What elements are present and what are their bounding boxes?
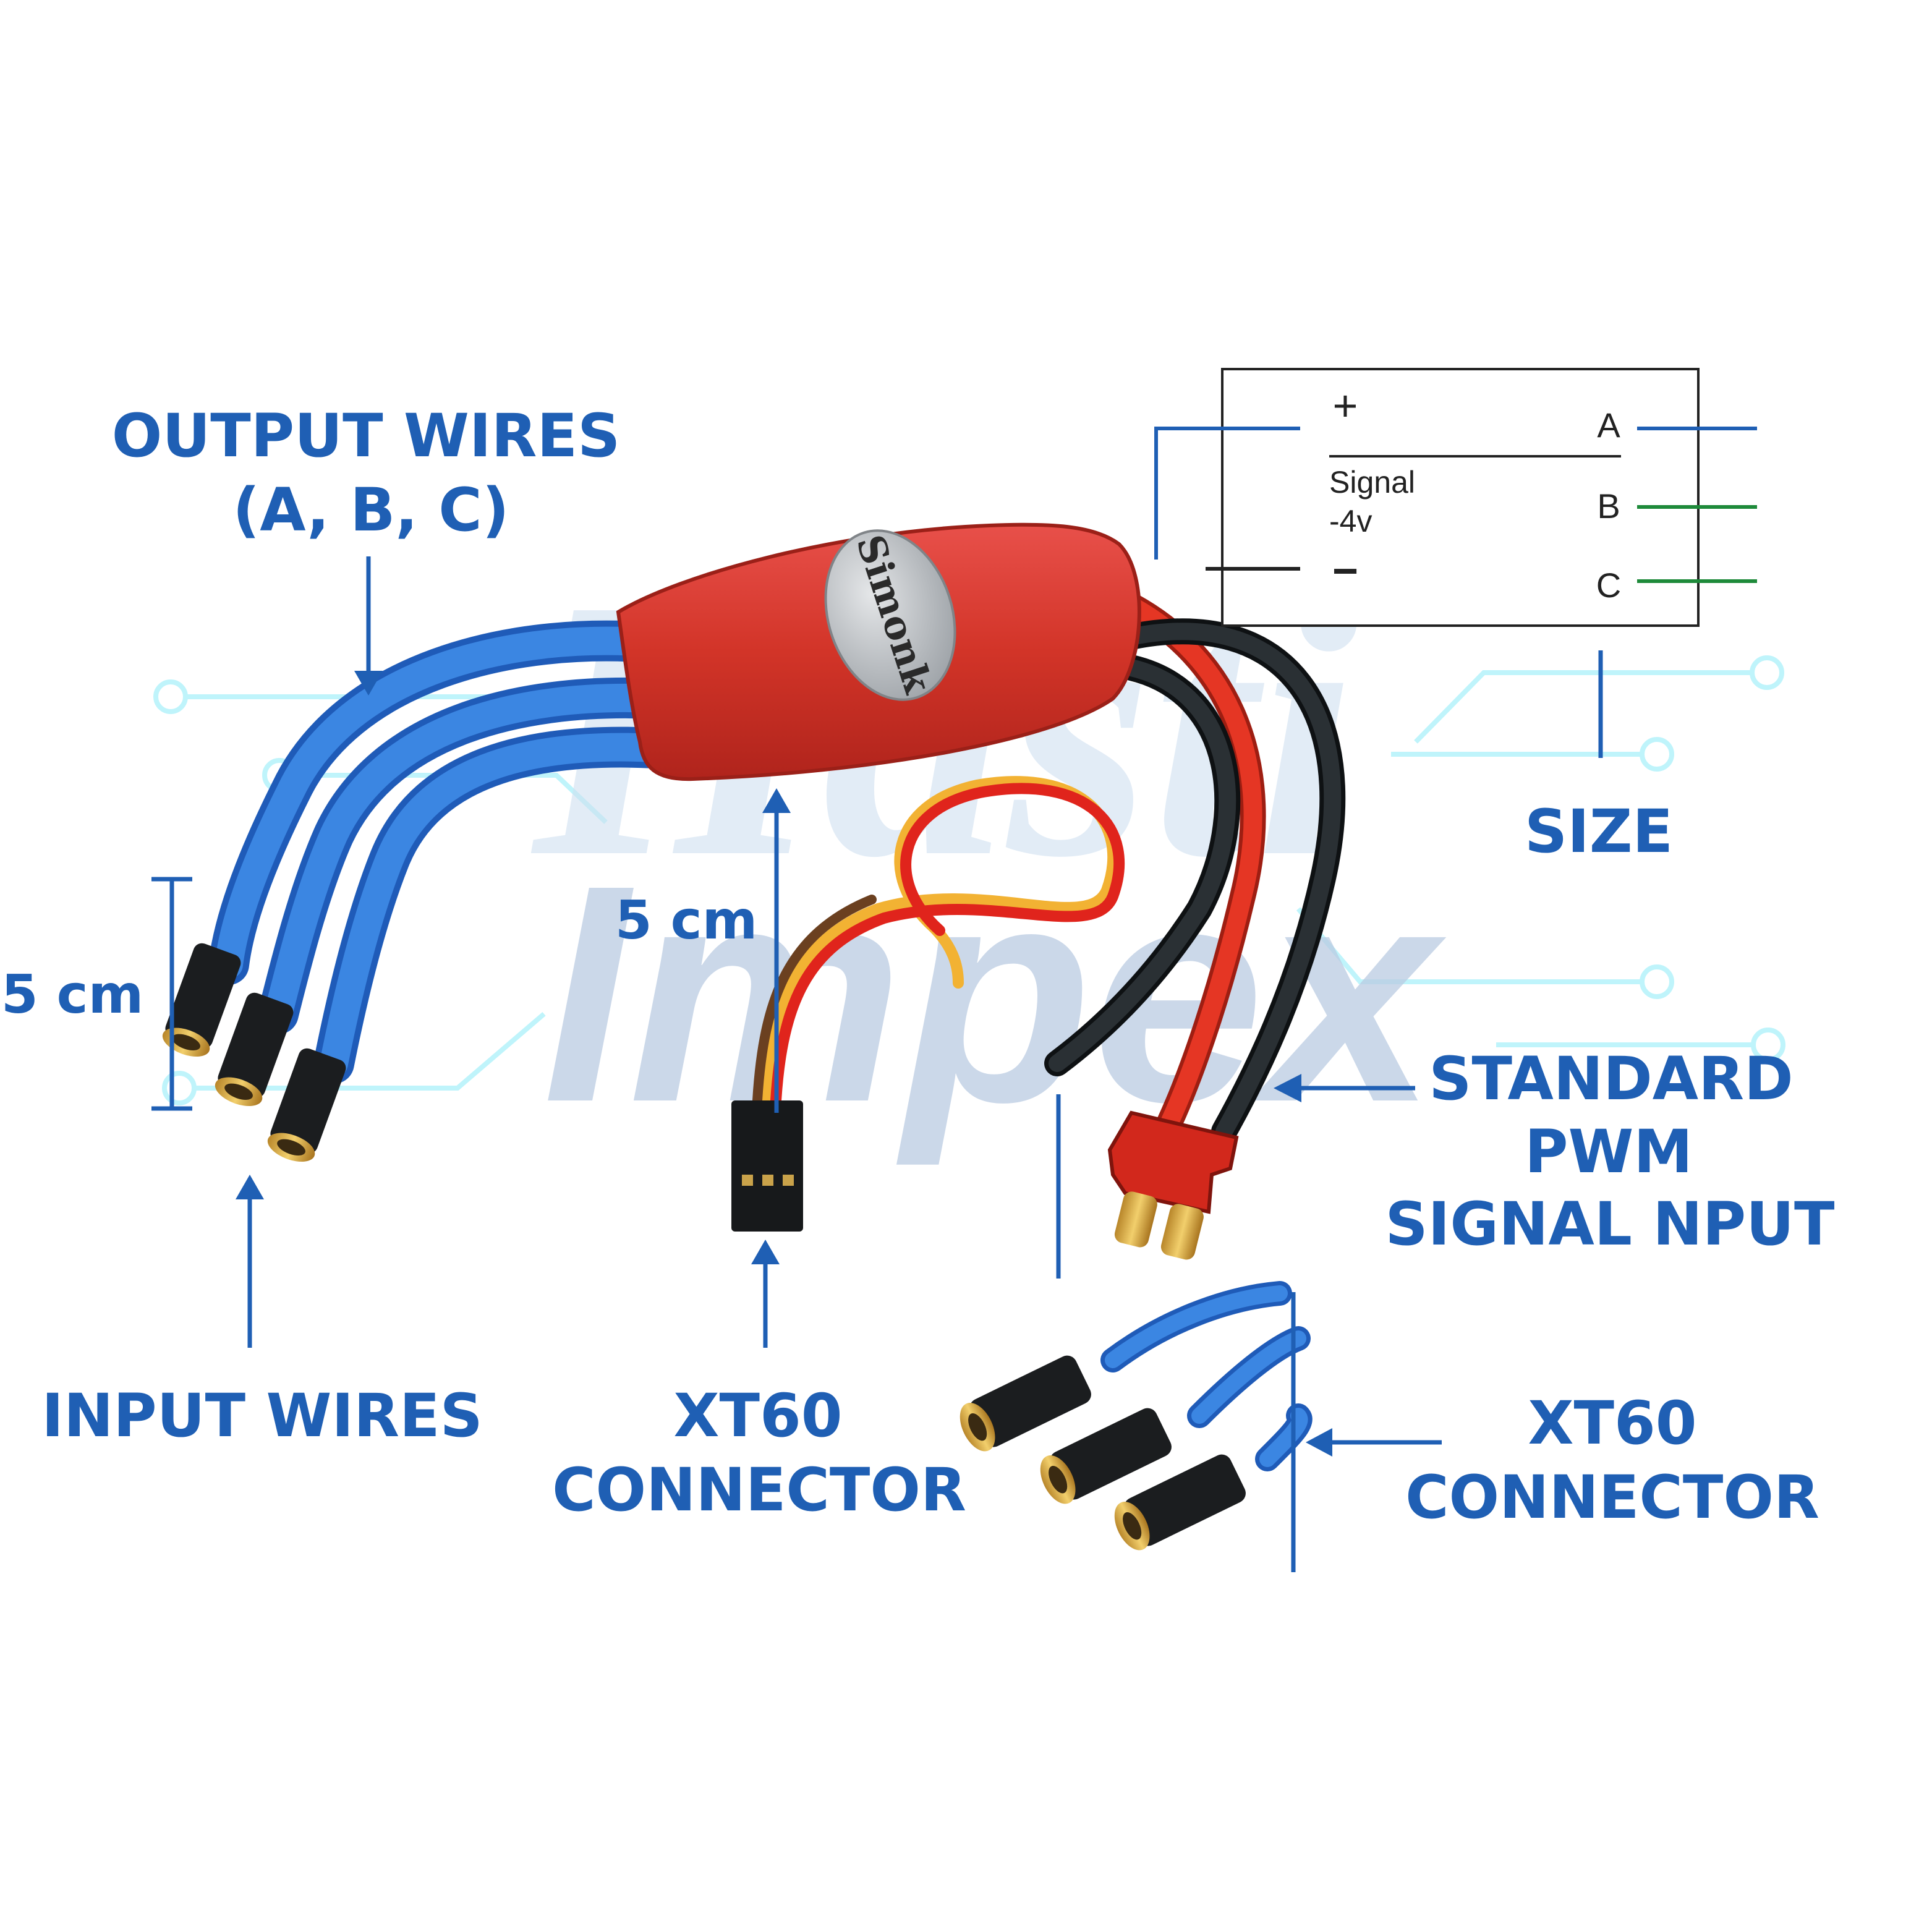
schematic-minus: − — [1332, 547, 1358, 596]
motor-bullet-connectors — [162, 943, 346, 1162]
servo-plug — [731, 1100, 803, 1232]
xt60-center-label-line1: XT60 — [673, 1381, 842, 1450]
pwm-label-line1: STANDARD — [1429, 1044, 1793, 1113]
esc-body: Simonk — [616, 522, 1141, 781]
schematic-signal: Signal — [1329, 465, 1415, 500]
size-label: SIZE — [1525, 797, 1673, 866]
input-wires-label: INPUT WIRES — [41, 1381, 483, 1450]
pwm-label-line3: SIGNAL NPUT — [1385, 1189, 1834, 1259]
motor-wires — [208, 620, 676, 1084]
schematic-phase-b: B — [1597, 487, 1620, 526]
xt60-right-label-line2: CONNECTOR — [1405, 1463, 1819, 1532]
brand-badge — [824, 529, 956, 701]
xt60-center-label-line2: CONNECTOR — [552, 1455, 966, 1525]
schematic-plus: + — [1333, 381, 1358, 430]
loose-bullet-connectors — [960, 1355, 1246, 1551]
schematic-phase-c: C — [1596, 566, 1621, 605]
left-dimension-label: 5 cm — [1, 964, 143, 1026]
labels: OUTPUT WIRES (A, B, C) 5 cm 5 cm INPUT W… — [1, 401, 1835, 1532]
xt60-right-label-line1: XT60 — [1528, 1389, 1696, 1458]
schematic-box: + Signal -4v − A B C — [1154, 368, 1757, 627]
annotation-lines — [151, 556, 1603, 1572]
battery-wires — [1044, 581, 1346, 1151]
output-wires-label-line1: OUTPUT WIRES — [112, 401, 621, 470]
schematic-voltage: -4v — [1329, 504, 1372, 538]
pwm-label-line2: PWM — [1525, 1117, 1693, 1186]
xt60-plug — [1107, 1110, 1239, 1260]
schematic-phase-a: A — [1597, 406, 1620, 445]
center-dimension-label: 5 cm — [615, 890, 757, 951]
output-wires-label-line2: (A, B, C) — [232, 475, 509, 545]
signal-lead — [731, 776, 1125, 1232]
